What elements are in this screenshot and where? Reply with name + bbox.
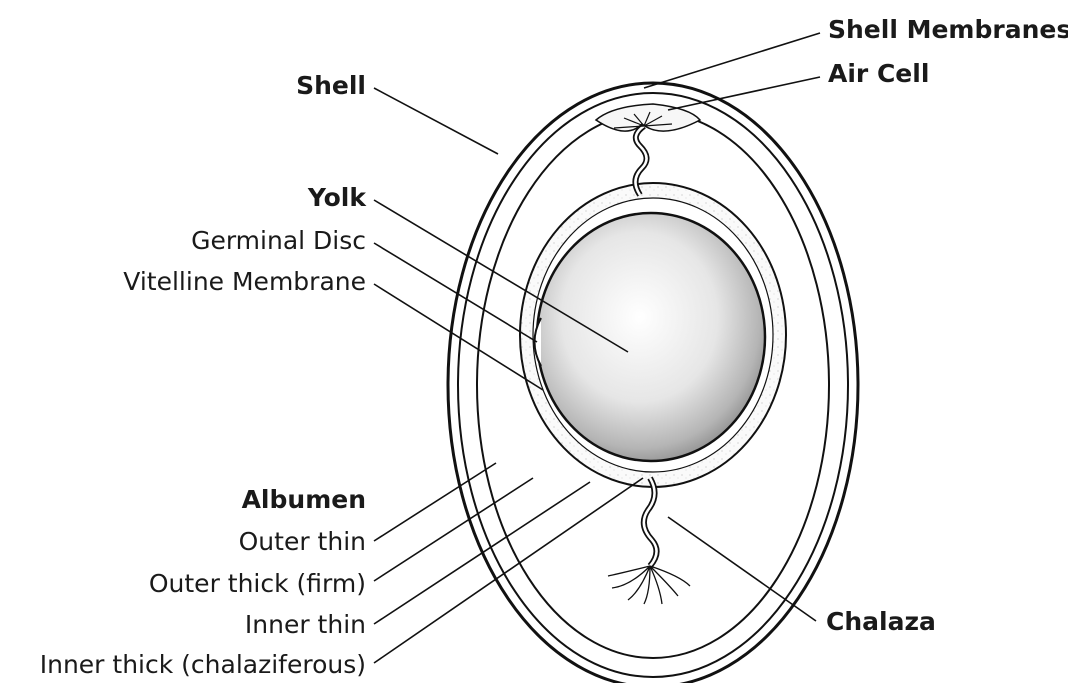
label-air-cell: Air Cell	[828, 59, 929, 88]
label-vitelline-membrane: Vitelline Membrane	[123, 267, 366, 296]
label-chalaza: Chalaza	[826, 607, 936, 636]
label-outer-thin: Outer thin	[239, 527, 366, 556]
label-outer-thick: Outer thick (firm)	[149, 569, 366, 598]
label-yolk: Yolk	[307, 183, 368, 212]
label-albumen: Albumen	[242, 485, 366, 514]
label-inner-thin: Inner thin	[245, 610, 366, 639]
lower-chalaza	[608, 478, 690, 604]
label-shell-membranes: Shell Membranes	[828, 15, 1068, 44]
yolk	[537, 213, 765, 461]
label-shell: Shell	[296, 71, 366, 100]
label-germinal-disc: Germinal Disc	[191, 226, 366, 255]
label-inner-thick: Inner thick (chalaziferous)	[40, 650, 366, 679]
